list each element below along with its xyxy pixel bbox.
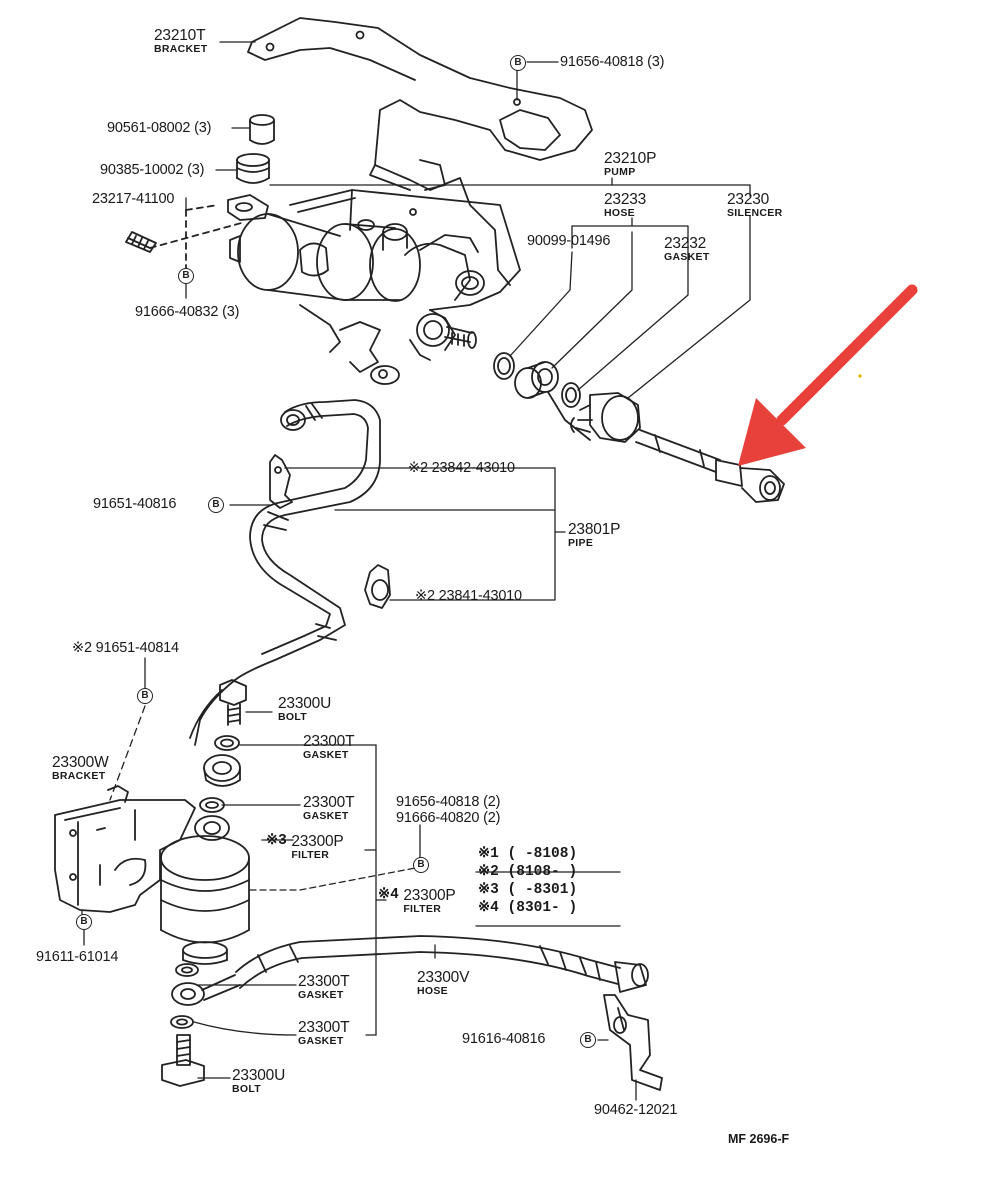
hose-23233-drawing xyxy=(514,361,559,399)
leader-lines xyxy=(81,41,751,1101)
label-silencer-23230: 23230 SILENCER xyxy=(727,191,783,219)
label-91616-40816: 91616-40816 xyxy=(462,1031,546,1047)
outlet-hose-drawing xyxy=(547,391,785,503)
red-arrow-icon xyxy=(738,284,918,466)
bushing-90561-drawing xyxy=(249,114,275,145)
gasket-upper-drawing xyxy=(214,735,240,751)
bracket-23210t-drawing xyxy=(247,17,593,286)
gasket-23232-drawing xyxy=(561,382,581,408)
label-90099-01496: 90099-01496 xyxy=(527,233,611,249)
label-gasket-23300t-4: 23300T GASKET xyxy=(298,1019,350,1047)
label-gasket-23300t-3: 23300T GASKET xyxy=(298,973,350,1001)
grommet-90385-drawing xyxy=(236,153,270,184)
fuel-pipe-23801p-drawing xyxy=(189,399,381,746)
label-23217-41100: 23217-41100 xyxy=(92,191,175,207)
b-marker: B xyxy=(208,497,224,513)
label-90561-08002: 90561-08002 (3) xyxy=(107,120,212,136)
b-marker: B xyxy=(137,688,153,704)
label-pump-23210p: 23210P PUMP xyxy=(604,150,657,178)
label-91656-40818-top: 91656-40818 (3) xyxy=(560,54,665,70)
date-range-notes: ※1 ( -8108) ※2 (8108- ) ※3 ( -8301) ※4 (… xyxy=(478,846,578,916)
gasket-lower-1-drawing xyxy=(175,963,199,977)
label-90462-12021: 90462-12021 xyxy=(594,1102,678,1118)
banjo-fitting-drawing xyxy=(203,754,241,787)
label-bolt-23300u-upper: 23300U BOLT xyxy=(278,695,332,723)
label-91666-40832: 91666-40832 (3) xyxy=(135,304,240,320)
label-gasket-23232: 23232 GASKET xyxy=(664,235,710,263)
bracket-23300w-drawing xyxy=(54,785,196,913)
clamp-23842-drawing xyxy=(269,454,293,509)
label-gasket-23300t-1: 23300T GASKET xyxy=(303,733,355,761)
label-91656-91666: 91656-40818 (2) 91666-40820 (2) xyxy=(396,794,501,826)
label-bolt-23300u-lower: 23300U BOLT xyxy=(232,1067,286,1095)
silencer-23230-drawing xyxy=(570,392,641,443)
b-marker: B xyxy=(580,1032,596,1048)
b-marker: B xyxy=(510,55,526,71)
fuel-filter-23300p-drawing xyxy=(160,797,250,965)
label-hose-23233: 23233 HOSE xyxy=(604,191,647,219)
label-bracket-23300w: 23300W BRACKET xyxy=(52,754,109,782)
banjo-fitting-lower-drawing xyxy=(171,974,241,1006)
label-gasket-23300t-2: 23300T GASKET xyxy=(303,794,355,822)
stray-dot xyxy=(858,374,862,378)
label-91651-40814: ※2 91651-40814 xyxy=(72,640,179,656)
screw-23217-drawing xyxy=(125,204,246,269)
gasket-lower-2-drawing xyxy=(170,1015,194,1029)
label-bracket-23210t: 23210T BRACKET xyxy=(154,27,208,55)
label-filter-23300p-4: ※4 23300P FILTER xyxy=(378,887,456,915)
label-clamp-23842-43010: ※2 23842-43010 xyxy=(408,460,515,476)
banjo-bolt-upper-drawing xyxy=(219,679,247,726)
clamp-23841-drawing xyxy=(364,564,391,609)
figure-code: MF 2696-F xyxy=(728,1132,790,1146)
fuel-pump-drawing xyxy=(227,189,521,385)
bracket-90462-drawing xyxy=(603,994,663,1091)
label-clamp-23841-43010: ※2 23841-43010 xyxy=(415,588,522,604)
label-hose-23300v: 23300V HOSE xyxy=(417,969,470,997)
label-pipe-23801p: 23801P PIPE xyxy=(568,521,621,549)
label-91651-40816: 91651-40816 xyxy=(93,496,177,512)
fuel-hose-23300v-drawing xyxy=(235,935,649,993)
b-marker: B xyxy=(76,914,92,930)
washer-90099-drawing xyxy=(493,352,515,380)
label-90385-10002: 90385-10002 (3) xyxy=(100,162,205,178)
b-marker: B xyxy=(413,857,429,873)
b-marker: B xyxy=(178,268,194,284)
label-filter-23300p-3: ※3 23300P FILTER xyxy=(266,833,344,861)
banjo-bolt-lower-drawing xyxy=(161,1034,205,1087)
label-91611-61014: 91611-61014 xyxy=(36,949,119,965)
